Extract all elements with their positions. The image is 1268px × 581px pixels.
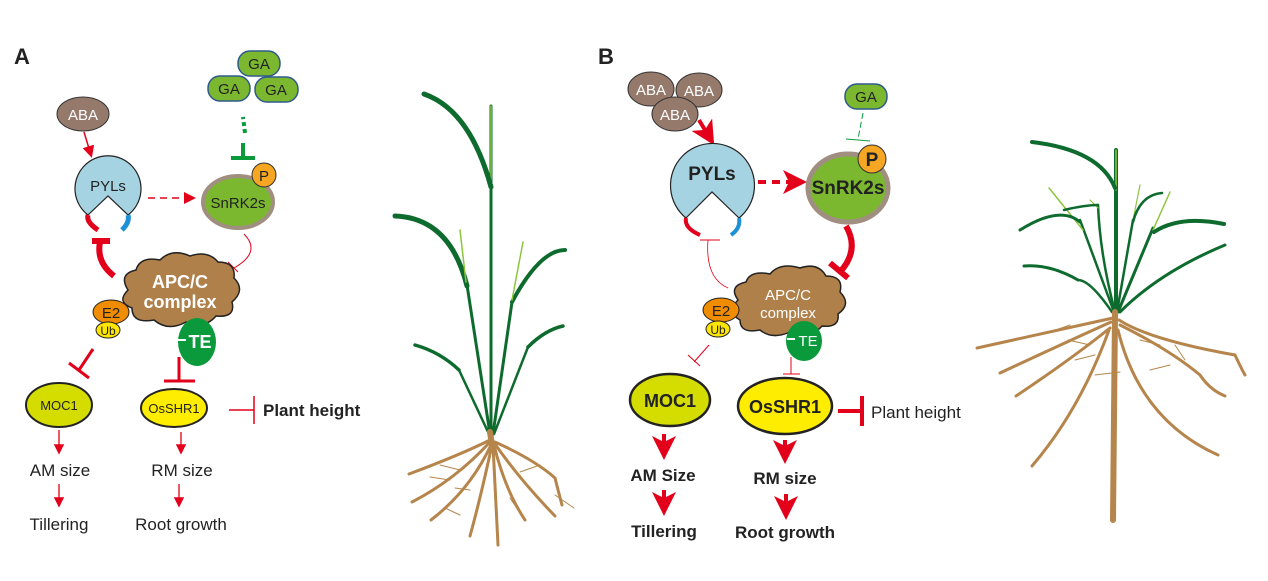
panel-b: B ABA ABA ABA GA PYLs SnRK2s xyxy=(598,44,961,542)
e2-label: E2 xyxy=(102,305,120,322)
aba-label: ABA xyxy=(684,83,714,100)
ga-node: GA xyxy=(844,83,888,110)
tillering-label: Tillering xyxy=(30,515,89,534)
rm-size-label: RM size xyxy=(151,461,212,480)
phospho-label: P xyxy=(866,150,879,171)
snrk2s-kinase: SnRK2s P xyxy=(805,144,891,225)
pyls-label: PYLs xyxy=(688,164,736,185)
aba-label: ABA xyxy=(636,82,666,99)
apc-c-complex: APC/C complex xyxy=(122,252,241,328)
osshr1-label: OsSHR1 xyxy=(749,397,821,417)
root-growth-label: Root growth xyxy=(135,515,227,534)
te-label: TE xyxy=(798,333,817,350)
snrk2s-label: SnRK2s xyxy=(210,195,265,212)
ga-inhibit-dashed xyxy=(231,116,255,160)
moc1-label: MOC1 xyxy=(644,391,696,411)
root-growth-label: Root growth xyxy=(735,523,835,542)
apc-c-complex: APC/C complex xyxy=(731,265,847,337)
aba-label: ABA xyxy=(68,107,98,124)
osshr1-node: OsSHR1 xyxy=(140,388,208,428)
aba-to-pyls-arrow xyxy=(82,131,95,158)
ub-label: Ub xyxy=(100,324,116,338)
plant-height-label: Plant height xyxy=(871,403,961,422)
pyls-receptor: PYLs xyxy=(74,155,142,233)
moc1-label: MOC1 xyxy=(40,398,78,413)
osshr1-node: OsSHR1 xyxy=(736,376,834,436)
snrk2s-inhibit-apc xyxy=(233,233,252,269)
apc-inhibit-moc1 xyxy=(693,344,710,363)
apc-inhibit-pyls xyxy=(96,241,116,279)
tall-rice-plant-illustration xyxy=(392,91,575,547)
e2-ub: E2 Ub xyxy=(702,297,740,338)
aba-label: ABA xyxy=(660,107,690,124)
apc-inhibit-pyls xyxy=(707,239,729,289)
snrk2s-kinase: SnRK2s P xyxy=(201,162,277,230)
am-size-label: AM Size xyxy=(630,466,695,485)
aba-node: ABA xyxy=(56,96,110,132)
plant-height-label: Plant height xyxy=(263,401,361,420)
apc-label-line2: complex xyxy=(143,292,216,312)
ga-label: GA xyxy=(265,82,287,99)
ga-label: GA xyxy=(855,89,877,106)
moc1-node: MOC1 xyxy=(628,372,712,428)
short-tillered-rice-plant-illustration xyxy=(975,140,1247,523)
phospho-label: P xyxy=(259,168,269,185)
osshr1-label: OsSHR1 xyxy=(148,401,199,416)
e2-ub: E2 Ub xyxy=(92,299,130,339)
aba-cluster: ABA ABA ABA xyxy=(627,71,723,132)
te-node: TE xyxy=(786,321,822,361)
ga-inhibit-dashed xyxy=(857,112,864,140)
te-label: TE xyxy=(188,332,211,352)
ga-label: GA xyxy=(218,81,240,98)
aba-to-pyls-arrow xyxy=(691,118,715,146)
tillering-label: Tillering xyxy=(631,522,697,541)
pyls-label: PYLs xyxy=(90,178,126,195)
apc-label-line2: complex xyxy=(760,305,816,322)
panel-a: A ABA GA GA GA PYLs xyxy=(14,44,361,534)
te-node: TE xyxy=(178,318,216,366)
snrk2s-inhibit-apc xyxy=(837,224,855,275)
pyls-receptor: PYLs xyxy=(669,142,756,237)
apc-label-line1: APC/C xyxy=(152,272,208,292)
snrk2s-label: SnRK2s xyxy=(812,178,885,199)
am-size-label: AM size xyxy=(30,461,90,480)
rm-size-label: RM size xyxy=(753,469,816,488)
ga-cluster: GA GA GA xyxy=(207,50,299,103)
moc1-node: MOC1 xyxy=(25,382,93,428)
apc-label-line1: APC/C xyxy=(765,287,811,304)
apc-inhibit-moc1 xyxy=(77,348,95,371)
ub-label: Ub xyxy=(710,323,726,337)
panel-b-label: B xyxy=(598,44,614,69)
ga-label: GA xyxy=(248,56,270,73)
panel-a-label: A xyxy=(14,44,30,69)
e2-label: E2 xyxy=(712,303,730,320)
